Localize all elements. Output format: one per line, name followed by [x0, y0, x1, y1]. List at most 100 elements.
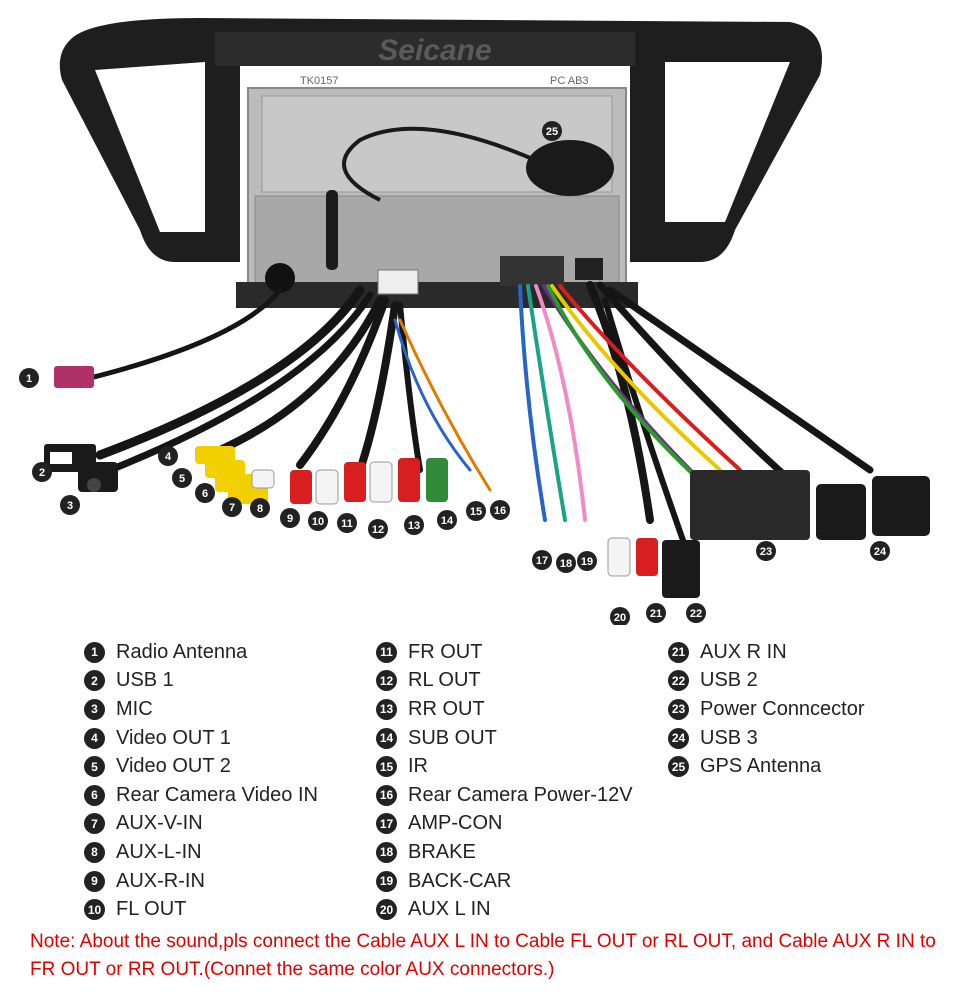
callout-badge-circle — [542, 121, 562, 141]
harness-block-main — [500, 256, 564, 286]
legend-item: 19 BACK-CAR — [376, 867, 633, 896]
callout-badge-circle — [172, 468, 192, 488]
wifi-rod-antenna — [326, 190, 338, 270]
legend-number-badge: 11 — [376, 641, 397, 663]
legend-number-badge: 16 — [376, 784, 397, 806]
callout-badge-circle — [490, 500, 510, 520]
callout-badge-number: 19 — [581, 556, 593, 568]
legend-number-badge: 18 — [376, 841, 397, 863]
legend-number-badge: 23 — [668, 698, 689, 720]
callout-badge-circle — [404, 515, 424, 535]
dash-frame — [59, 18, 823, 262]
legend-label: RL OUT — [408, 669, 481, 692]
callout-badge-number: 7 — [229, 502, 235, 514]
legend-label: USB 3 — [700, 726, 758, 749]
legend-item: 18 BRAKE — [376, 838, 633, 867]
legend-number-badge: 6 — [84, 784, 105, 806]
legend-item: 20 AUX L IN — [376, 895, 633, 924]
callout-badge-circle — [60, 495, 80, 515]
chassis-rear-panel — [254, 195, 620, 297]
callout-badge-circle — [32, 462, 52, 482]
legend-number-badge: 24 — [668, 727, 689, 749]
usb3-connector-b — [872, 476, 930, 536]
legend-label: FR OUT — [408, 640, 483, 663]
usb2-connector — [662, 540, 700, 598]
legend-item: 8 AUX-L-IN — [84, 838, 318, 867]
frame-top-bar — [215, 32, 635, 66]
callout-badge-number: 13 — [408, 520, 420, 532]
callout-badge-number: 23 — [760, 546, 772, 558]
legend-item: 5 Video OUT 2 — [84, 752, 318, 781]
legend-label: BRAKE — [408, 840, 476, 863]
callout-badge-number: 9 — [287, 513, 293, 525]
callout-badge-circle — [308, 511, 328, 531]
callout-badge-number: 21 — [650, 608, 662, 620]
legend-label: BACK-CAR — [408, 869, 512, 892]
legend-number-badge: 25 — [668, 756, 689, 778]
callout-badge-number: 17 — [536, 555, 548, 567]
legend-label: AUX-V-IN — [116, 812, 203, 835]
callout-badge-number: 1 — [26, 373, 32, 385]
legend-label: MIC — [116, 697, 153, 720]
callout-badge-number: 8 — [257, 503, 263, 515]
legend-number-badge: 14 — [376, 727, 397, 749]
legend-number-badge: 2 — [84, 670, 105, 692]
legend-number-badge: 5 — [84, 756, 105, 778]
callout-badge-number: 14 — [441, 515, 454, 527]
mic-jack — [87, 478, 101, 492]
callout-badge-number: 12 — [372, 524, 384, 536]
legend-label: USB 2 — [700, 669, 758, 692]
sound-note: Note: About the sound,pls connect the Ca… — [30, 931, 936, 980]
legend-label: Rear Camera Video IN — [116, 783, 318, 806]
legend-label: Video OUT 2 — [116, 755, 231, 778]
callout-badge-number: 6 — [202, 488, 208, 500]
radio-antenna-socket — [265, 263, 295, 293]
legend-item: 4 Video OUT 1 — [84, 724, 318, 753]
callout-badge-circle — [158, 446, 178, 466]
callout-badge-circle — [437, 510, 457, 530]
legend-number-badge: 4 — [84, 727, 105, 749]
legend-number-badge: 1 — [84, 641, 105, 663]
legend-number-badge: 3 — [84, 698, 105, 720]
power-connector — [690, 470, 810, 540]
legend-label: AUX-R-IN — [116, 869, 205, 892]
legend-label: Radio Antenna — [116, 640, 248, 663]
legend-item: 1 Radio Antenna — [84, 638, 318, 667]
callout-badge-circle — [250, 498, 270, 518]
callout-badge-number: 2 — [39, 467, 45, 479]
harness-wires — [518, 284, 742, 522]
callout-badge-circle — [337, 513, 357, 533]
legend-item: 24 USB 3 — [668, 724, 865, 753]
callout-badge-number: 10 — [312, 516, 324, 528]
callout-badge-circle — [222, 497, 242, 517]
harness-block-left — [377, 269, 419, 295]
legend-label: AUX L IN — [408, 898, 491, 921]
callout-badge-number: 3 — [67, 500, 73, 512]
callout-badge-number: 15 — [470, 506, 482, 518]
callout-badge-circle — [870, 541, 890, 561]
legend-number-badge: 17 — [376, 813, 397, 835]
gps-antenna-puck — [526, 140, 614, 196]
gps-antenna-cable — [342, 126, 536, 202]
unit-label-left: TK0157 — [300, 75, 339, 87]
legend-label: IR — [408, 755, 428, 778]
seicane-watermark: Seicane — [378, 34, 491, 67]
legend-label: AUX-L-IN — [116, 840, 202, 863]
legend-number-badge: 9 — [84, 870, 105, 892]
legend-label: Video OUT 1 — [116, 726, 231, 749]
legend-number-badge: 8 — [84, 841, 105, 863]
callout-badge-circle — [646, 603, 666, 623]
legend-number-badge: 19 — [376, 870, 397, 892]
legend-item: 3 MIC — [84, 695, 318, 724]
legend-label: Rear Camera Power-12V — [408, 783, 633, 806]
legend-number-badge: 20 — [376, 899, 397, 921]
